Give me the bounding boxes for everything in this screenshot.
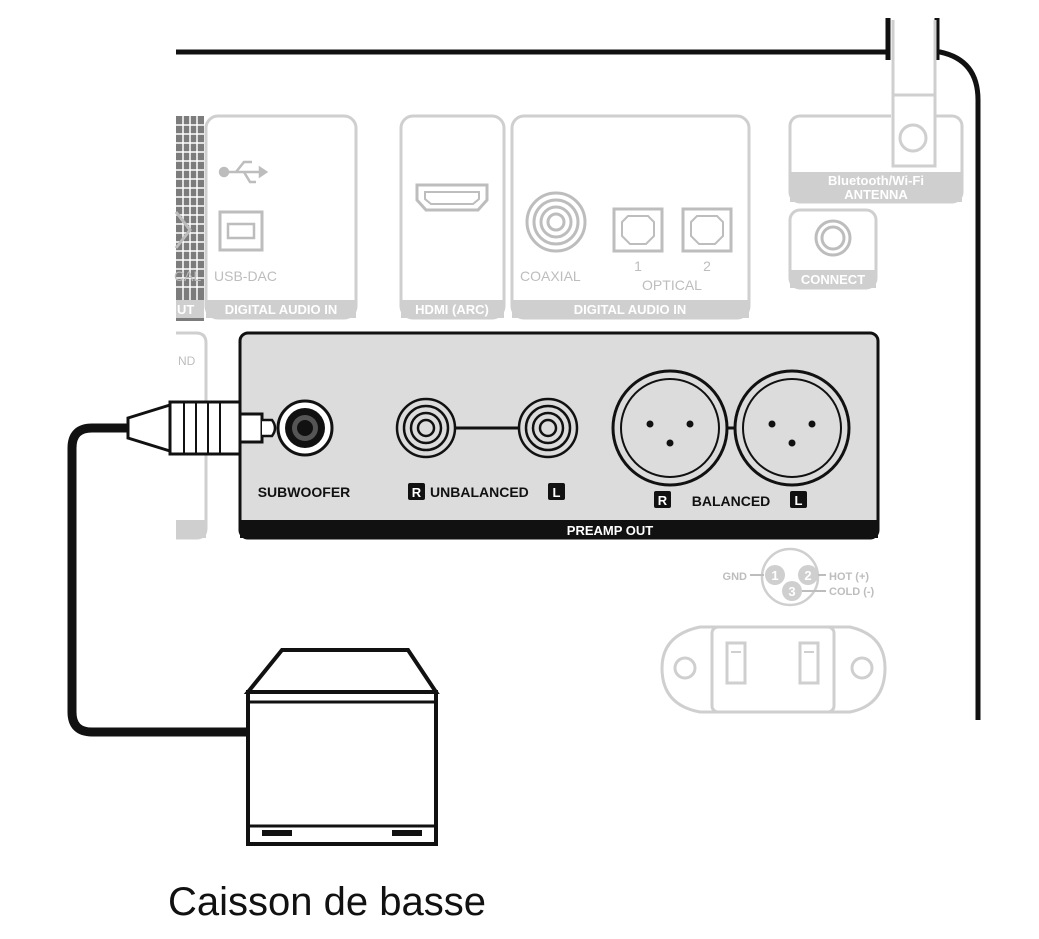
antenna-label-line1: Bluetooth/Wi-Fi — [828, 173, 924, 188]
subwoofer-jack[interactable] — [276, 399, 334, 457]
subwoofer-caption: Caisson de basse — [168, 880, 486, 924]
unbalanced-l-jack[interactable] — [517, 397, 579, 459]
balanced-r-xlr-jack[interactable] — [611, 369, 729, 487]
subwoofer-cable — [67, 423, 248, 737]
hdmi-arc-group: HDMI (ARC) — [399, 114, 506, 320]
xlr-hot-label: HOT (+) — [829, 571, 869, 583]
coaxial-jack[interactable] — [525, 191, 587, 253]
digital-audio-in-usb-group: USB-DAC DIGITAL AUDIO IN — [204, 114, 358, 320]
subwoofer-speaker — [243, 648, 440, 846]
balanced-l-badge: L — [790, 491, 807, 508]
ac-inlet — [660, 625, 887, 714]
balanced-r-badge-text: R — [658, 493, 668, 508]
optical-port-2[interactable] — [681, 207, 733, 253]
partial-out-bar-label: UT — [177, 302, 194, 317]
optical-1-label: 1 — [634, 258, 642, 274]
hdmi-arc-bar-label: HDMI (ARC) — [415, 302, 489, 317]
usb-b-port[interactable] — [218, 210, 264, 252]
digital-audio-in-coax-optical-group: COAXIAL 1 2 OPTICAL DIGITAL AUDIO IN — [510, 114, 751, 320]
balanced-l-xlr-jack[interactable] — [733, 369, 851, 487]
unbalanced-l-badge-text: L — [553, 485, 561, 500]
optical-2-label: 2 — [703, 258, 711, 274]
antenna-label-line2: ANTENNA — [844, 187, 908, 202]
balanced-label: BALANCED — [692, 493, 771, 509]
partial-optical-label: CAL — [174, 268, 201, 284]
optical-label: OPTICAL — [642, 277, 702, 293]
side-fragment-label: ND — [178, 354, 196, 368]
digital-audio-in-usb-bar-label: DIGITAL AUDIO IN — [225, 302, 337, 317]
preamp-out-panel: PREAMP OUT SUBWOOFER R UNBALANCED — [238, 331, 880, 540]
coaxial-label: COAXIAL — [520, 268, 581, 284]
vent-grille: CAL UT — [174, 116, 204, 321]
xlr-gnd-label: GND — [723, 571, 748, 583]
usb-dac-label: USB-DAC — [214, 268, 277, 284]
optical-port-1[interactable] — [612, 207, 664, 253]
unbalanced-r-badge-text: R — [412, 485, 422, 500]
antenna-group: Bluetooth/Wi-Fi ANTENNA — [788, 20, 964, 204]
subwoofer-label: SUBWOOFER — [258, 484, 351, 500]
unbalanced-r-badge: R — [408, 483, 425, 500]
xlr-cold-label: COLD (-) — [829, 586, 875, 598]
connect-button[interactable] — [814, 219, 852, 257]
connect-group: CONNECT — [788, 208, 878, 290]
chassis-outline — [176, 18, 981, 720]
antenna-icon[interactable] — [891, 20, 937, 168]
xlr-pin-2: 2 — [804, 568, 811, 583]
xlr-pin-3: 3 — [788, 584, 795, 599]
rca-plug — [126, 400, 277, 456]
xlr-pin-1: 1 — [771, 568, 778, 583]
hdmi-port[interactable] — [415, 183, 489, 212]
preamp-out-bar-label: PREAMP OUT — [567, 523, 653, 538]
balanced-l-badge-text: L — [795, 493, 803, 508]
unbalanced-r-jack[interactable] — [395, 397, 457, 459]
unbalanced-l-badge: L — [548, 483, 565, 500]
usb-icon — [218, 160, 269, 184]
connect-label: CONNECT — [801, 272, 865, 287]
xlr-pin-legend: 1 2 3 GND HOT (+) COLD (-) — [723, 547, 875, 607]
digital-audio-in-coax-bar-label: DIGITAL AUDIO IN — [574, 302, 686, 317]
unbalanced-label: UNBALANCED — [430, 484, 529, 500]
balanced-r-badge: R — [654, 491, 671, 508]
